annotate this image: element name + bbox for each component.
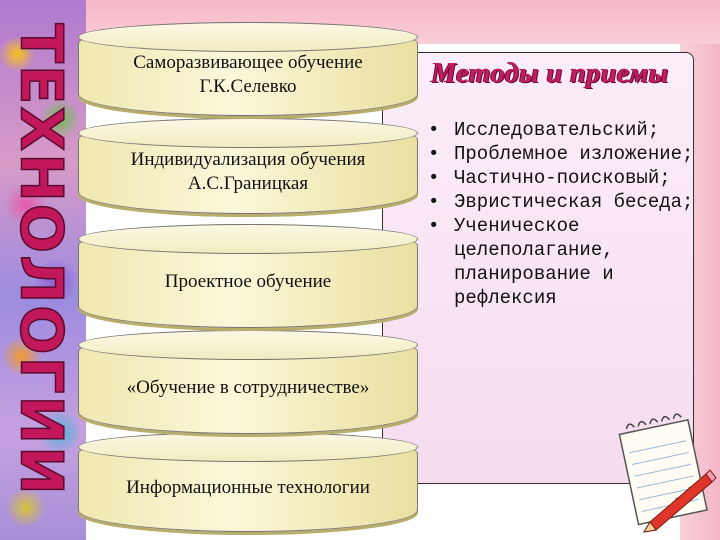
technology-name: Проектное обучение <box>164 271 332 292</box>
technology-name: «Обучение в сотрудничестве» <box>126 377 370 398</box>
pencil-icon <box>643 469 717 533</box>
method-item: Ученическое целеполагание, планирование … <box>424 214 720 310</box>
vertical-title: ТЕХНОЛОГИИ <box>7 23 77 498</box>
method-item: Исследовательский; <box>424 118 720 142</box>
method-item: Эвристическая беседа; <box>424 190 720 214</box>
methods-title: Методы и приемы <box>431 58 669 89</box>
method-item: Проблемное изложение; <box>424 142 720 166</box>
notepad-icon <box>618 413 717 533</box>
technology-name: Информационные технологии <box>126 477 370 498</box>
technology-cylinder-5: Информационные технологии <box>78 432 418 532</box>
methods-list: Исследовательский; Проблемное изложение;… <box>424 118 720 310</box>
technology-author: Г.К.Селевко <box>199 76 297 97</box>
technology-name: Саморазвивающее обучение <box>133 52 363 73</box>
technology-cylinder-1: Саморазвивающее обучение Г.К.Селевко <box>78 22 418 116</box>
technology-cylinder-2: Индивидуализация обучения А.С.Границкая <box>78 118 418 214</box>
decorative-side-strip <box>0 0 86 540</box>
method-item: Частично-поисковый; <box>424 166 720 190</box>
technology-name: Индивидуализация обучения <box>130 149 366 170</box>
technology-author: А.С.Границкая <box>187 173 309 194</box>
vertical-title-text: ТЕХНОЛОГИИ <box>7 23 77 498</box>
technology-cylinder-3: Проектное обучение <box>78 224 418 328</box>
technology-cylinder-4: «Обучение в сотрудничестве» <box>78 330 418 434</box>
